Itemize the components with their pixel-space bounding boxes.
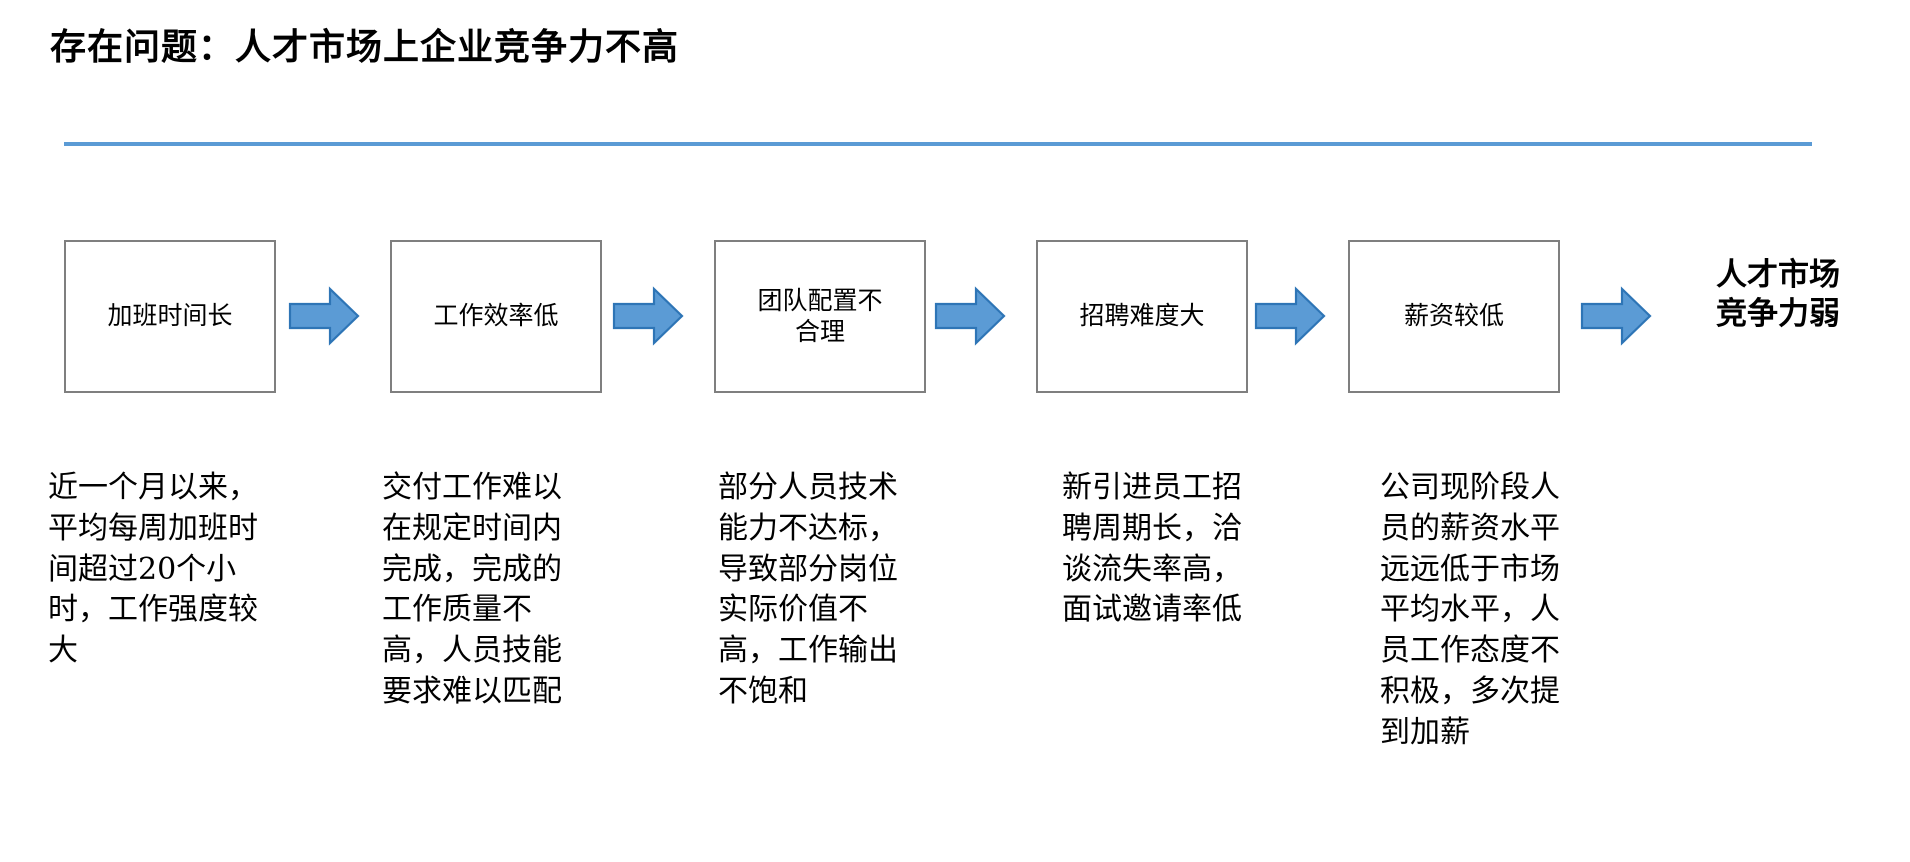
- flow-step-box-4[interactable]: 招聘难度大: [1036, 240, 1248, 393]
- description-column-5: 公司现阶段人员的薪资水平远远低于市场平均水平，人员工作态度不积极，多次提到加薪: [1380, 470, 1560, 750]
- flow-outcome-label: 人才市场 竞争力弱: [1716, 257, 1840, 333]
- flow-step-label-1: 加班时间长: [107, 301, 233, 331]
- flow-step-label-5: 薪资较低: [1403, 301, 1504, 331]
- title-divider: [64, 142, 1812, 146]
- flow-step-box-1[interactable]: 加班时间长: [64, 240, 276, 393]
- flow-arrow-icon-2: [612, 286, 684, 346]
- flow-step-label-4: 招聘难度大: [1079, 301, 1205, 331]
- description-column-3: 部分人员技术能力不达标，导致部分岗位实际价值不高，工作输出不饱和: [718, 470, 898, 709]
- page-title: 存在问题：人才市场上企业竞争力不高: [50, 26, 680, 68]
- flow-step-box-2[interactable]: 工作效率低: [390, 240, 602, 393]
- flow-step-box-3[interactable]: 团队配置不 合理: [714, 240, 926, 393]
- flow-step-label-2: 工作效率低: [433, 301, 559, 331]
- flow-arrow-icon-4: [1254, 286, 1326, 346]
- description-row: 近一个月以来，平均每周加班时间超过20个小时，工作强度较大 交付工作难以在规定时…: [0, 468, 1910, 828]
- flow-step-label-3: 团队配置不 合理: [757, 286, 883, 346]
- flow-step-box-5[interactable]: 薪资较低: [1348, 240, 1560, 393]
- description-column-1: 近一个月以来，平均每周加班时间超过20个小时，工作强度较大: [48, 470, 258, 669]
- flow-arrow-icon-3: [934, 286, 1006, 346]
- flow-arrow-icon-1: [288, 286, 360, 346]
- flow-arrow-icon-5: [1580, 286, 1652, 346]
- process-flow: 加班时间长 工作效率低 团队配置不 合理 招聘难度大 薪资较低 人才市: [0, 240, 1910, 396]
- description-column-4: 新引进员工招聘周期长，洽谈流失率高，面试邀请率低: [1062, 470, 1242, 628]
- description-column-2: 交付工作难以在规定时间内完成，完成的工作质量不高，人员技能要求难以匹配: [382, 470, 562, 709]
